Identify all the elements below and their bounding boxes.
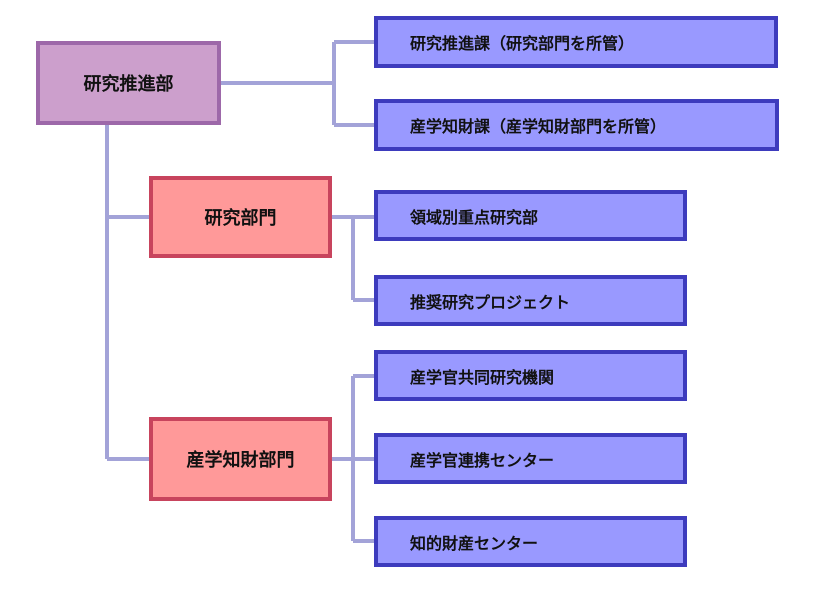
unit-label: 知的財産センター: [410, 533, 539, 553]
connector-root-sections: [221, 40, 374, 127]
unit-node-joint-research: 産学官共同研究機関: [374, 350, 687, 401]
unit-node-collaboration-center: 産学官連携センター: [374, 433, 687, 484]
unit-label: 推奨研究プロジェクト: [410, 292, 571, 312]
section-label: 産学知財課（産学知財部門を所管）: [410, 117, 667, 136]
department-node-industry: 産学知財部門: [149, 417, 332, 501]
root-node: 研究推進部: [36, 41, 221, 125]
unit-node-recommended-projects: 推奨研究プロジェクト: [374, 275, 687, 326]
unit-label: 領域別重点研究部: [410, 207, 539, 227]
unit-node-priority-research: 領域別重点研究部: [374, 190, 687, 241]
department-label: 産学知財部門: [186, 450, 295, 471]
connector-industry-units: [332, 374, 374, 543]
unit-label: 産学官共同研究機関: [410, 367, 555, 387]
department-node-research: 研究部門: [149, 176, 332, 258]
root-label: 研究推進部: [83, 74, 174, 95]
section-node-research-promotion: 研究推進課（研究部門を所管）: [374, 16, 778, 68]
unit-node-ip-center: 知的財産センター: [374, 516, 687, 567]
connector-root-departments: [105, 125, 149, 461]
department-label: 研究部門: [204, 208, 277, 229]
connector-research-units: [332, 215, 374, 302]
section-label: 研究推進課（研究部門を所管）: [410, 34, 635, 53]
section-node-industry-ip: 産学知財課（産学知財部門を所管）: [374, 99, 779, 151]
unit-label: 産学官連携センター: [410, 450, 555, 470]
